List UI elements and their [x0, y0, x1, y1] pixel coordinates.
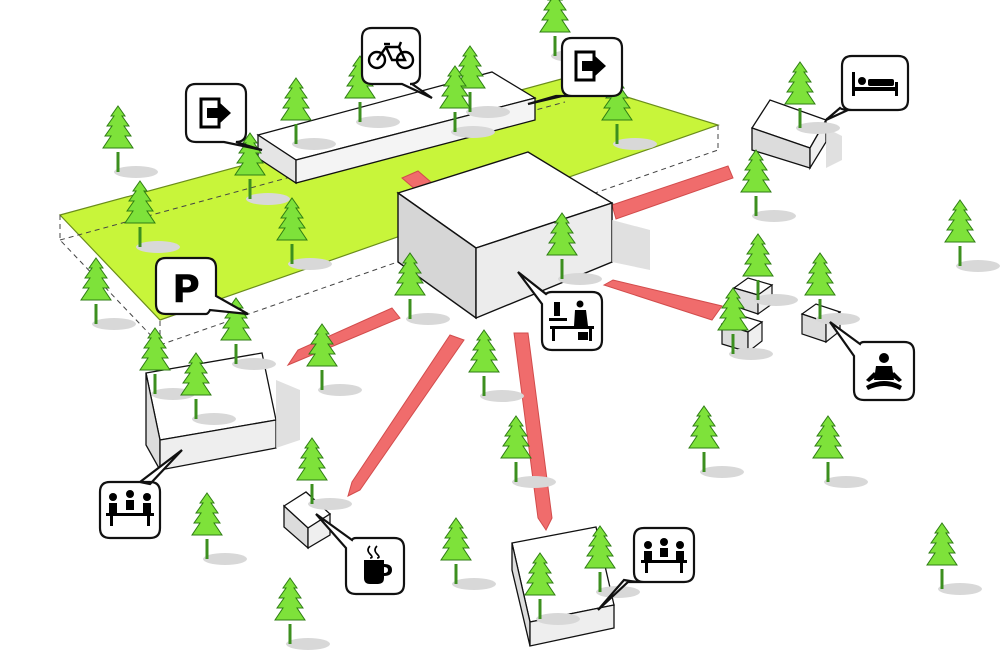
exit-icon: [574, 50, 606, 82]
bicycle-callout: [360, 26, 433, 99]
meditation-icon: [866, 353, 902, 390]
bicycle-icon: [367, 41, 415, 70]
office-desk-icon: [549, 300, 594, 341]
coffee-icon: [364, 545, 392, 584]
path-to-cafe: [347, 334, 465, 497]
site-area-underside: [59, 215, 161, 347]
meeting-icon: [106, 490, 154, 526]
coffee-callout: [315, 513, 406, 596]
bed-icon: [852, 72, 898, 96]
exit-callout: [527, 36, 624, 106]
parking-icon: P: [172, 267, 200, 311]
conference-callout: [597, 526, 696, 611]
path-to-east-cabins: [602, 279, 723, 321]
building-shadows: [276, 128, 842, 448]
bed-callout: [825, 54, 910, 122]
main-building: [396, 151, 614, 320]
entrance-icon: [199, 97, 231, 129]
entrance-callout: [184, 82, 263, 152]
south-building: [511, 526, 615, 647]
meditation-callout: [829, 321, 916, 402]
office-callout: [517, 271, 604, 352]
meeting-callout: [98, 449, 183, 540]
conference-icon: [641, 538, 687, 573]
west-building: [145, 352, 277, 473]
path-to-east: [611, 165, 734, 220]
parking-callout: P: [154, 256, 249, 316]
